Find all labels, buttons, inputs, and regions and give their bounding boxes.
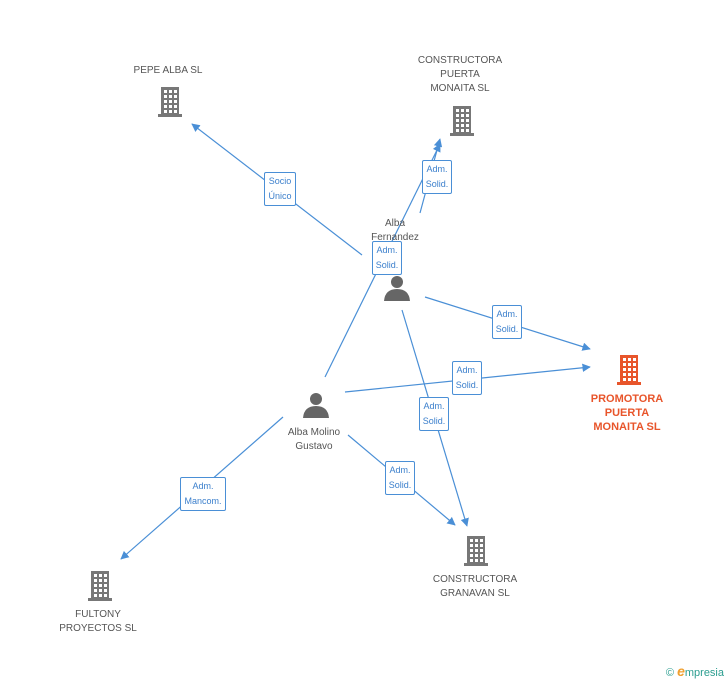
edge-label-af-ppm: Adm. Solid. xyxy=(491,305,523,339)
copyright-symbol: © xyxy=(665,667,675,679)
building-icon xyxy=(88,571,112,601)
building-icon xyxy=(617,355,641,385)
node-label-amg[interactable]: Alba Molino Gustavo xyxy=(287,427,341,452)
brand-watermark: © empresia xyxy=(666,663,724,679)
edge-label-amg-fp: Adm. Mancom. xyxy=(180,477,226,511)
node-label-cg[interactable]: CONSTRUCTORA GRANAVAN SL xyxy=(432,574,518,599)
building-icon xyxy=(158,87,182,117)
node-label-fp[interactable]: FULTONY PROYECTOS SL xyxy=(59,609,137,634)
node-label-cpm[interactable]: CONSTRUCTORA PUERTA MONAITA SL xyxy=(417,55,503,94)
edge-label-amg-ppm: Adm. Solid. xyxy=(451,361,483,395)
brand-initial: e xyxy=(677,663,685,679)
node-label-af[interactable]: Alba Fernandez xyxy=(371,218,419,243)
person-icon xyxy=(303,393,329,418)
edge-label-af-pepe: Socio Único xyxy=(264,172,296,206)
edge-label-af-cg: Adm. Solid. xyxy=(418,397,450,431)
building-icon xyxy=(450,106,474,136)
edge-label-amg-cg: Adm. Solid. xyxy=(384,461,416,495)
node-label-ppm[interactable]: PROMOTORA PUERTA MONAITA SL xyxy=(590,393,664,433)
brand-name: mpresia xyxy=(684,667,724,679)
edge-label-af-cpm-secondary: Adm. Solid. xyxy=(371,241,403,275)
building-icon xyxy=(464,536,488,566)
node-label-pepe[interactable]: PEPE ALBA SL xyxy=(133,65,203,76)
person-icon xyxy=(384,276,410,301)
edge-label-af-cpm: Adm. Solid. xyxy=(421,160,453,194)
